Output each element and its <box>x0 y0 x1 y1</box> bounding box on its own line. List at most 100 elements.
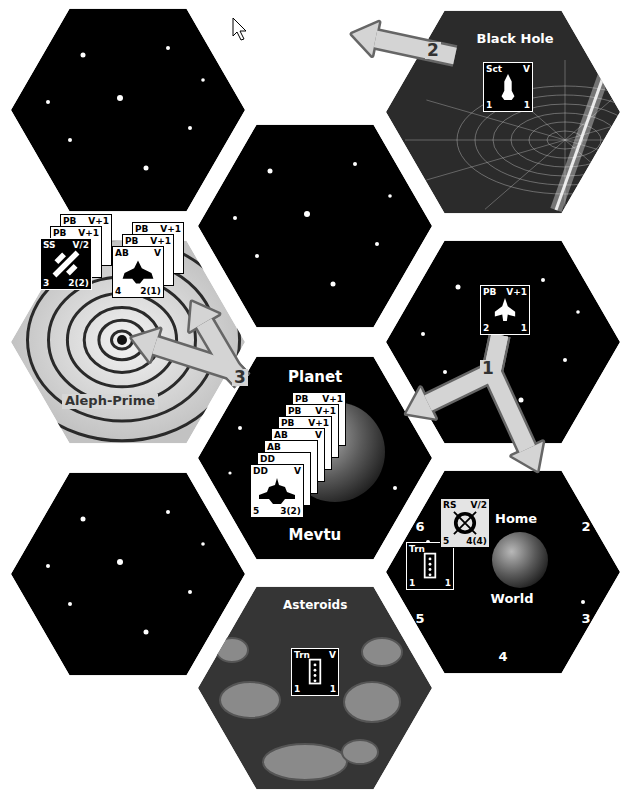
star <box>443 370 447 374</box>
asteroid-rock <box>216 638 248 662</box>
hex-outline <box>386 11 620 214</box>
hex-name: Mevtu <box>286 527 345 544</box>
unit-value: 2 <box>483 323 489 333</box>
unit-value: 1 <box>294 684 300 694</box>
unit-counter: ABV42(1) <box>112 246 164 298</box>
hex-tile: AsteroidsTrnV11 <box>198 587 432 790</box>
unit-class: V+1 <box>160 224 181 234</box>
ship-silhouette <box>425 554 436 578</box>
gravity-grid <box>565 140 621 141</box>
star <box>541 278 545 282</box>
arrow-head <box>132 329 160 361</box>
unit-type: AB <box>274 430 288 440</box>
star <box>81 517 86 522</box>
star <box>144 166 149 171</box>
star <box>117 559 123 565</box>
arrow-outline <box>492 335 543 471</box>
unit-class: V/2 <box>72 240 89 250</box>
unit-type: PB <box>53 228 66 238</box>
arrow-outline <box>492 335 527 449</box>
unit-type: Sct <box>486 64 502 74</box>
star <box>81 53 86 58</box>
ship-silhouette <box>454 512 476 534</box>
warp-ring <box>84 308 160 373</box>
unit-type: PB <box>483 287 496 297</box>
unit-counter: SctV11 <box>483 62 533 112</box>
arrow-outline <box>132 302 242 381</box>
ship-silhouette <box>259 478 295 504</box>
unit-counter: DDV53(2) <box>250 464 304 518</box>
star <box>201 78 205 82</box>
star <box>393 486 397 490</box>
star <box>576 310 580 314</box>
gravity-grid <box>565 60 566 140</box>
star <box>268 169 273 174</box>
star <box>228 471 231 474</box>
hexside-number: 3 <box>580 611 593 626</box>
hex-ground <box>386 471 620 674</box>
cargo-dot <box>429 563 432 566</box>
star <box>331 282 336 287</box>
star <box>188 126 192 130</box>
arrow-head <box>352 22 379 55</box>
star <box>375 242 379 246</box>
unit-strength: 3(2) <box>280 506 301 516</box>
arrow-head <box>190 302 219 331</box>
unit-value: 5 <box>253 506 259 516</box>
hex-tile-art <box>11 9 245 212</box>
warp-core <box>117 335 127 345</box>
unit-strength: 2(1) <box>140 286 161 296</box>
arrow-body <box>375 39 455 56</box>
asteroid-rock <box>344 682 400 722</box>
star <box>238 426 242 430</box>
warp-ring <box>112 331 133 349</box>
asteroid-rock <box>263 744 347 780</box>
hex-tile-art <box>11 473 245 676</box>
move-number: 1 <box>480 360 496 377</box>
star <box>188 590 192 594</box>
star <box>68 138 72 142</box>
gravity-grid <box>405 140 565 141</box>
unit-class: V <box>523 64 530 74</box>
unit-class: V <box>329 650 336 660</box>
mouse-cursor <box>233 18 246 40</box>
hex-outline <box>386 471 620 674</box>
star <box>233 216 237 220</box>
star <box>68 602 72 606</box>
hex-tile: HomeWorldTrn11RSV/254(4) <box>386 471 620 674</box>
unit-counter: SSV/232(2) <box>40 238 92 290</box>
star <box>519 398 524 403</box>
cargo-dot <box>429 557 432 560</box>
unit-strength: 2(2) <box>68 278 89 288</box>
unit-type: PB <box>295 394 308 404</box>
arrow-outline <box>375 39 455 56</box>
move-arrow <box>132 302 242 381</box>
star <box>563 358 567 362</box>
unit-strength: 1 <box>521 323 527 333</box>
hex-name: World <box>488 592 537 607</box>
hex-tile-art <box>198 587 432 790</box>
arrow-outline <box>352 22 379 55</box>
unit-type: PB <box>125 236 138 246</box>
light-streak <box>556 35 618 210</box>
move-arrow <box>492 335 543 471</box>
arrow-body <box>492 335 527 449</box>
unit-value: 1 <box>409 578 415 588</box>
star <box>46 100 50 104</box>
cargo-dot <box>429 568 432 571</box>
ship-silhouette <box>495 298 515 321</box>
hex-ground <box>11 9 245 212</box>
cargo-dot <box>429 573 432 576</box>
ship-silhouette <box>310 660 321 684</box>
unit-counter: TrnV11 <box>291 648 339 696</box>
unit-counter: PBV+121 <box>480 285 530 335</box>
hex-ground <box>198 587 432 790</box>
gravity-grid <box>485 140 565 209</box>
star <box>421 332 425 336</box>
unit-type: DD <box>260 454 275 464</box>
hex-name: Planet <box>285 369 345 386</box>
hex-name: Asteroids <box>280 599 350 613</box>
hex-tile: Aleph-PrimePBV+1PBV+1SSV/232(2)PBV+1PBV+… <box>11 241 245 444</box>
hex-name: Home <box>492 512 540 527</box>
unit-type: AB <box>115 248 129 258</box>
